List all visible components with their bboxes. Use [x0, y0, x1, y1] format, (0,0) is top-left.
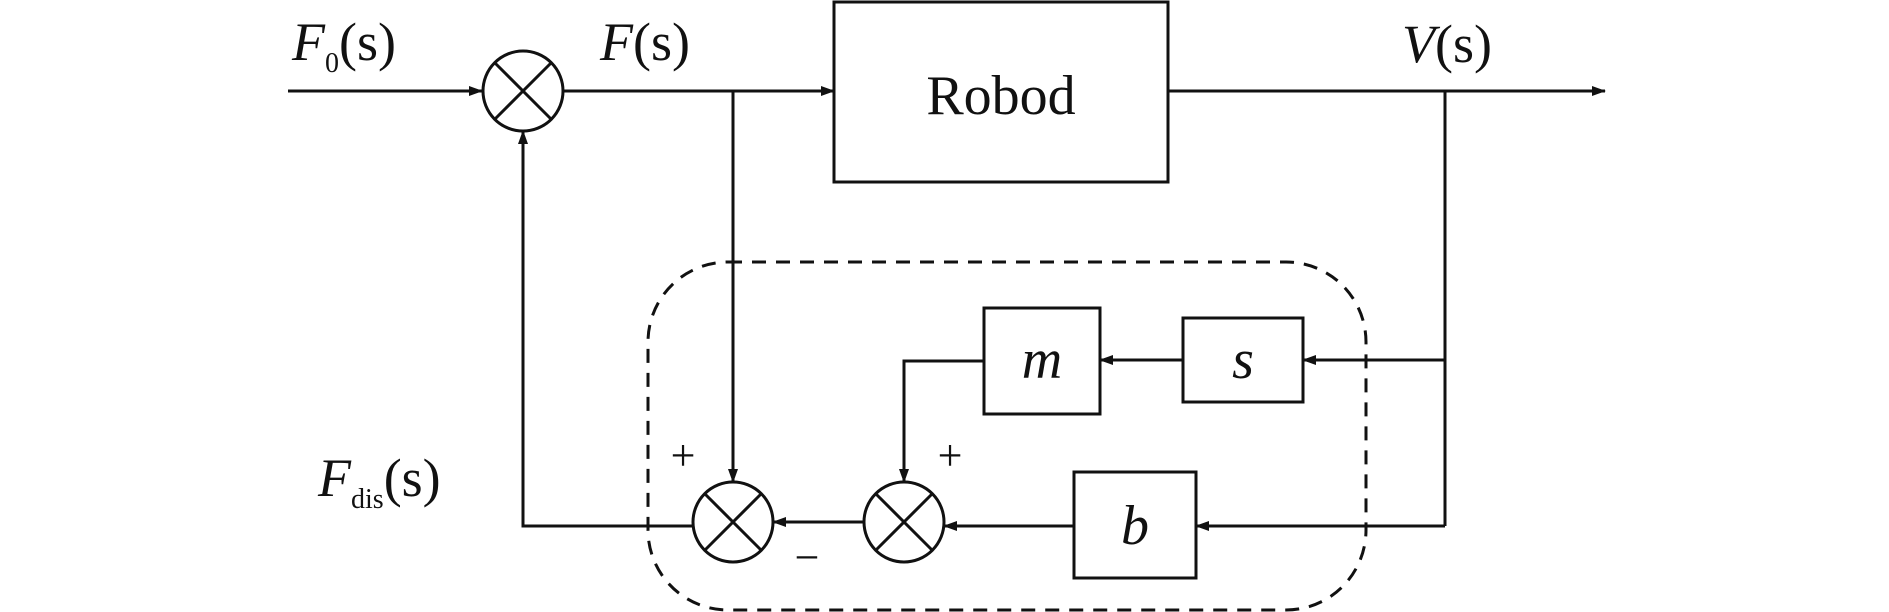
s-block-label: s [1232, 329, 1254, 391]
summing-junction-inner-right [862, 480, 946, 564]
fdis-feedback-arrow [518, 130, 693, 528]
label-f: F(s) [599, 12, 690, 72]
label-v: V(s) [1402, 14, 1492, 74]
label-fdis: Fdis(s) [317, 448, 441, 515]
b-block-label: b [1121, 495, 1149, 557]
b-block [1072, 470, 1198, 580]
summing-junction-inner-left [691, 480, 775, 564]
m-to-inner-junction-arrow [899, 359, 984, 483]
plant-block [832, 0, 1170, 184]
summing-junction-top [481, 49, 565, 133]
sign-minus: − [795, 533, 820, 582]
sign-plus-right: + [938, 431, 963, 480]
sign-plus-left: + [671, 431, 696, 480]
m-block-label: m [1022, 329, 1062, 391]
observer-dashed-boundary [646, 260, 1368, 612]
plant-label: Robod [926, 65, 1075, 127]
label-f0: F0(s) [291, 12, 396, 79]
m-block [982, 306, 1102, 416]
